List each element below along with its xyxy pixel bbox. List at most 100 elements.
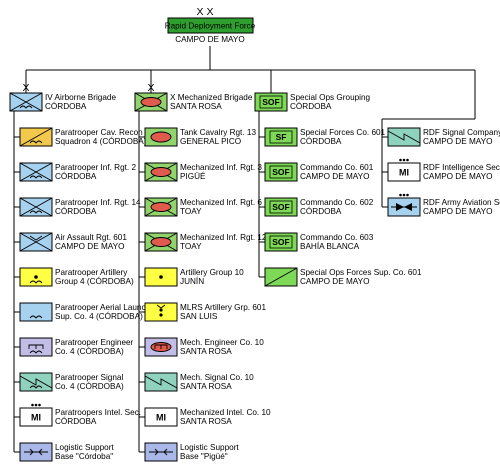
unit-location: BAHÍA BLANCA [300,241,360,251]
unit-location: JUNÍN [180,276,204,286]
unit-name: Special Ops Forces Sup. Co. 601 [300,268,422,277]
unit-location: SANTA ROSA [170,102,222,111]
unit-name: Paratrooper Cav. Recon [55,128,143,137]
unit-name: Paratrooper Engineer [55,338,134,347]
unit-name: Paratroopers Intel. Sec. [55,408,141,417]
unit-location: CÓRDOBA [45,101,87,111]
unit-name: Mechanized Intel. Co. 10 [180,408,271,417]
brigade-echelon: X [22,82,29,94]
unit-c1-9: MI Paratroopers Intel. Sec.CÓRDOBA [14,403,141,427]
unit-location: GENERAL PICO [180,137,241,146]
unit-location: TOAY [180,242,202,251]
unit-location: CÓRDOBA [55,171,97,181]
unit-name: Paratrooper Signal [55,373,123,382]
unit-location: Base "Pigüé" [180,452,228,461]
unit-name: Commando Co. 601 [300,163,374,172]
unit-location: CAMPO DE MAYO [423,137,492,146]
unit-name: Paratrooper Inf. Rgt. 14 [55,198,141,207]
hq-name: Rapid Deployment Force [165,22,256,31]
mi-label: MI [31,413,41,423]
hq-location: CAMPO DE MAYO [175,35,244,44]
mi-label: MI [399,168,409,178]
unit-name: RDF Intelligence Section [423,163,500,172]
unit-name: MLRS Artillery Grp. 601 [180,303,266,312]
unit-name: Commando Co. 602 [300,198,374,207]
unit-location: Sup. Co. 4 (CÓRDOBA) [55,311,143,321]
unit-location: SANTA ROSA [180,417,232,426]
unit-name: Mech. Engineer Co. 10 [180,338,264,347]
unit-location: Group 4 (CÓRDOBA) [55,276,134,286]
sf-label: SF [276,132,287,142]
hq-echelon: X X [197,6,214,18]
unit-location: SAN LUIS [180,312,218,321]
unit-c4-2: RDF Army Aviation Sec.CAMPO DE MAYO [382,193,500,217]
unit-location: CÓRDOBA [300,136,342,146]
unit-location: CAMPO DE MAYO [423,207,492,216]
unit-location: SANTA ROSA [180,382,232,391]
unit-name: Mech. Signal Co. 10 [180,373,254,382]
unit-location: PIGÜÉ [180,171,206,181]
unit-name: Mechanized Inf. Rgt. 12 [180,233,267,242]
unit-name: Paratrooper Aerial Launch [55,303,151,312]
unit-location: SANTA ROSA [180,347,232,356]
unit-name: Special Ops Grouping [290,93,371,102]
unit-name: Air Assault Rgt. 601 [55,233,127,242]
sof-label: SOF [272,167,289,177]
unit-name: IV Airborne Brigade [45,93,116,102]
unit-location: CAMPO DE MAYO [423,172,492,181]
brigade-echelon: X [147,82,154,94]
unit-name: Logistic Support [55,443,114,452]
unit-name: Mechanized Inf. Rgt. 3 [180,163,262,172]
sof-label: SOF [262,97,279,107]
unit-name: Artillery Group 10 [180,268,244,277]
unit-location: CÓRDOBA [300,206,342,216]
unit-location: Co. 4 (CÓRDOBA) [55,346,124,356]
mi-label: MI [156,413,166,423]
unit-c4-1: MI RDF Intelligence SectionCAMPO DE MAYO [382,158,500,182]
unit-name: Special Forces Co. 601 [300,128,386,137]
unit-location: Base "Córdoba" [55,452,113,461]
sof-label: SOF [272,202,289,212]
connector-lines [13,46,476,452]
unit-name: Commando Co. 603 [300,233,374,242]
unit-location: Squadron 4 (CÓRDOBA) [55,136,147,146]
hq-symbol [167,17,254,34]
unit-location: Co. 4 (CÓRDOBA) [55,381,124,391]
sof-label: SOF [272,237,289,247]
unit-location: CÓRDOBA [55,416,97,426]
unit-location: TOAY [180,207,202,216]
unit-name: Mechanized Inf. Rgt. 6 [180,198,262,207]
unit-location: CAMPO DE MAYO [300,277,369,286]
unit-name: Logistic Support [180,443,239,452]
hq-unit: X X Rapid Deployment Force CAMPO DE MAYO [165,6,256,44]
